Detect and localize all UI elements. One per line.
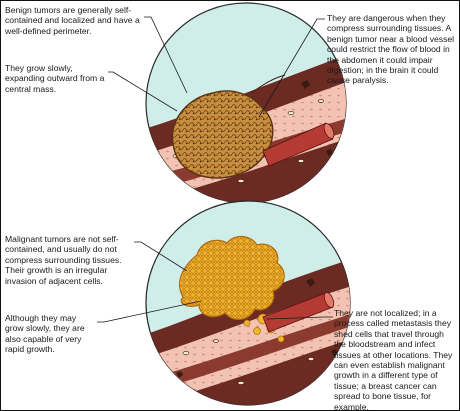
malignant-magnified-view [141,201,361,411]
benign-danger-note: They are dangerous when they compress su… [327,13,455,86]
malignant-growth-note: Although they may grow slowly, they are … [5,313,97,355]
benign-growth-note: They grow slowly, expanding outward from… [5,63,105,94]
malignant-metastasis-note: They are not localized; in a process cal… [334,308,458,411]
malignant-invasion-note: Malignant tumors are not self-contained,… [5,234,135,286]
benign-contained-note: Benign tumors are generally self-contain… [5,5,145,36]
